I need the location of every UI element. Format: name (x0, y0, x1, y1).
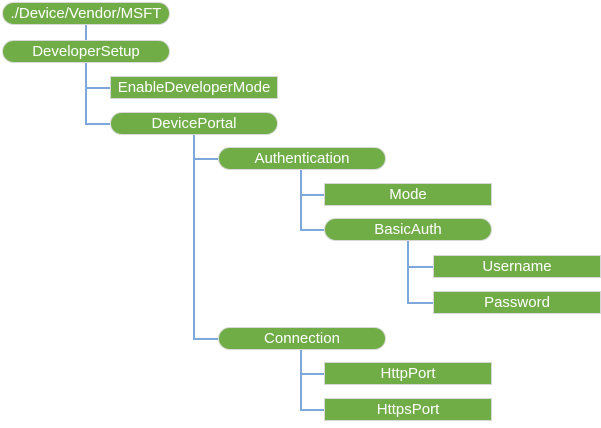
connector-line (300, 193, 324, 196)
connector-line (407, 241, 409, 304)
connector-line (193, 135, 195, 340)
connector-line (85, 25, 87, 40)
node-password: Password (433, 291, 601, 314)
node-developer-setup: DeveloperSetup (2, 40, 170, 63)
connector-line (300, 170, 302, 231)
connector-line (407, 265, 433, 268)
node-http-port: HttpPort (324, 362, 492, 385)
connector-line (300, 350, 302, 411)
node-device-portal: DevicePortal (110, 112, 278, 135)
node-enable-developer-mode: EnableDeveloperMode (110, 76, 278, 99)
connector-line (193, 337, 218, 340)
node-authentication: Authentication (218, 147, 386, 170)
connector-line (193, 157, 218, 160)
connector-line (85, 86, 110, 89)
node-connection: Connection (218, 327, 386, 350)
node-mode: Mode (324, 183, 492, 206)
node-username: Username (433, 255, 601, 278)
connector-line (85, 122, 110, 125)
connector-line (300, 408, 324, 411)
connector-line (300, 372, 324, 375)
node-https-port: HttpsPort (324, 398, 492, 421)
connector-line (85, 63, 87, 125)
connector-line (300, 228, 324, 231)
node-basic-auth: BasicAuth (324, 218, 492, 241)
connector-line (407, 301, 433, 304)
node-device-vendor-msft: ./Device/Vendor/MSFT (2, 2, 170, 25)
